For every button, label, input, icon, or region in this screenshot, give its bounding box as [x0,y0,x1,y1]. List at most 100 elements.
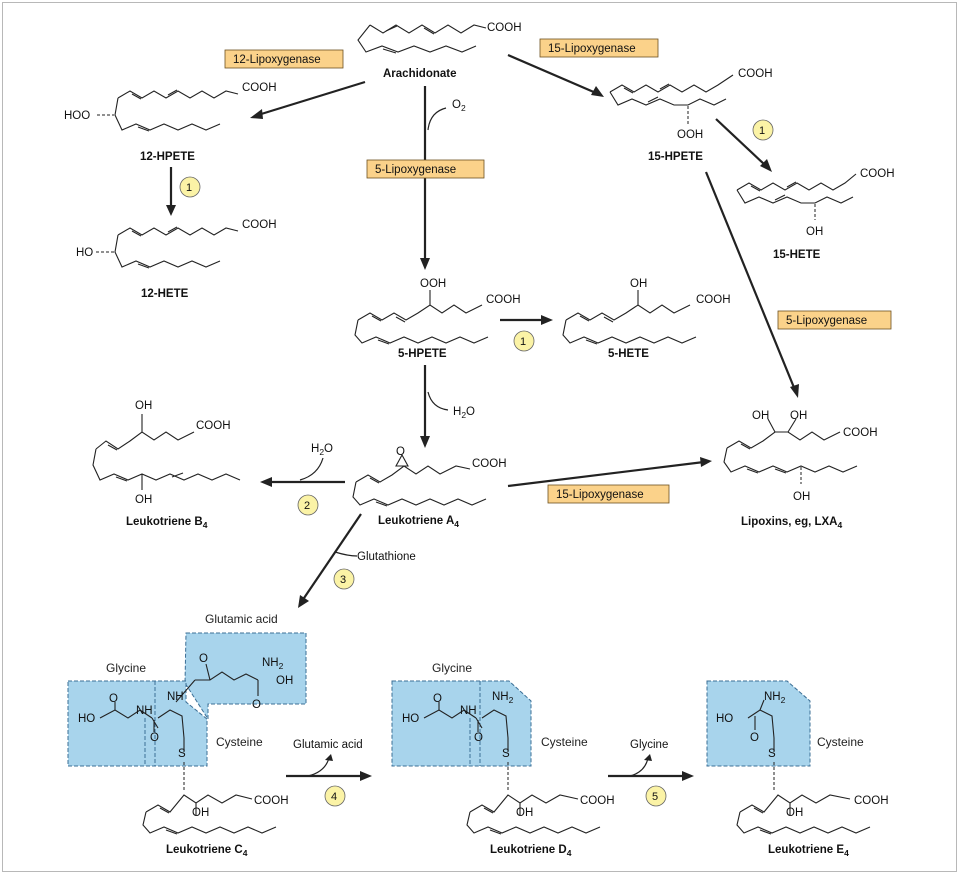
lta4-structure: O COOH [352,446,507,507]
cooh-label: COOH [860,168,895,180]
enzyme-box-5-lipoxygenase-right [777,310,892,330]
arrow-15-hpete-to-lipoxins [704,171,797,391]
lte4-name: Leukotriene E4 [768,844,849,858]
h2o-label-ltb4: H2O [311,443,333,457]
arrow-lta4-to-lipoxins [507,460,705,488]
lipoxins-name: Lipoxins, eg, LXA4 [741,516,842,530]
step-1-circle-15 [752,119,774,141]
step-number: 1 [520,336,526,348]
o-label: O [252,699,261,711]
oh-label: OH [752,410,769,422]
cysteine-section-label-e: Cysteine [817,735,864,749]
step-number: 3 [340,574,346,586]
glutathione-input-curve [334,551,358,557]
step-1-circle-5 [513,330,535,352]
glutamic-acid-output-curve [307,757,330,777]
5-hpete-structure: OOH COOH [354,278,521,345]
arachidonate-name: Arachidonate [383,68,457,80]
cooh-label: COOH [254,795,289,807]
cooh-label: COOH [242,219,277,231]
o-label: O [433,693,442,705]
cooh-label: COOH [696,294,731,306]
lte4-peptide: HO O NH2 S [706,680,811,790]
glycine-cysteine-segment-d [391,680,532,767]
s-label: S [502,748,510,760]
s-label: S [178,748,186,760]
ltc4-lipid: COOH OH [142,794,289,835]
step-5-circle [645,785,667,807]
h2o-output-curve [427,391,449,411]
ho-label: HO [76,247,93,259]
glutamic-acid-section-label: Glutamic acid [205,612,278,626]
cooh-label: COOH [580,795,615,807]
lte4-lipid: COOH OH [736,794,889,835]
step-3-circle [333,568,355,590]
oh-label: OH [790,410,807,422]
o-label: O [109,693,118,705]
enzyme-box-15-lipoxygenase-top [539,38,659,58]
ltb4-structure: OH OH COOH [92,400,241,506]
12-hpete-structure: HOO COOH [64,82,277,132]
glycine-output-label: Glycine [630,739,668,751]
o-label: O [150,732,159,744]
5-hete-name: 5-HETE [608,348,649,360]
ltd4-name: Leukotriene D4 [490,844,572,858]
arachidonate-structure: COOH [357,22,522,54]
oh-label: OH [276,675,293,687]
enzyme-5-lipoxygenase-right: 5-Lipoxygenase [786,315,867,327]
nh-label: NH [167,691,184,703]
cooh-label: COOH [486,294,521,306]
enzyme-12-lipoxygenase: 12-Lipoxygenase [233,54,321,66]
ltd4-peptide: HO O NH O NH2 S [391,680,532,790]
arrow-15-hpete-to-15-hete [715,118,766,166]
enzyme-box-15-lipoxygenase-bottom [547,484,670,504]
ho-label: HO [78,713,95,725]
nh2-label: NH2 [262,657,284,671]
enzyme-box-12-lipoxygenase [224,49,344,69]
15-hete-name: 15-HETE [773,249,821,261]
enzyme-5-lipoxygenase-mid: 5-Lipoxygenase [375,164,456,176]
s-label: S [768,748,776,760]
nh-label: NH [460,705,477,717]
glycine-section-label-d: Glycine [432,661,472,675]
glycine-output-curve [629,757,649,777]
nh2-label: NH2 [492,691,514,705]
glycine-section-label-c: Glycine [106,661,146,675]
step-number: 5 [652,791,658,803]
ltc4-name: Leukotriene C4 [166,844,248,858]
12-hete-name: 12-HETE [141,288,189,300]
cooh-label: COOH [242,82,277,94]
o-label: O [474,732,483,744]
arrow-lta4-to-ltc4 [301,513,362,602]
step-4-circle [324,785,346,807]
glycine-cysteine-segment [67,680,208,767]
enzyme-15-lipoxygenase-bottom: 15-Lipoxygenase [556,489,644,501]
glutathione-label: Glutathione [357,551,416,563]
oh-label: OH [786,807,803,819]
15-hete-structure: OH COOH [736,168,895,238]
ho-label: HO [716,713,733,725]
enzyme-15-lipoxygenase-top: 15-Lipoxygenase [548,43,636,55]
oh-label: OH [192,807,209,819]
ltc4-peptide: HO O NH O NH S O NH2 OH O [67,632,307,790]
ooh-label: OOH [677,129,703,141]
o-label: O [750,732,759,744]
5-hpete-name: 5-HPETE [398,348,447,360]
ltd4-lipid: COOH OH [466,794,615,835]
nh-label: NH [136,705,153,717]
hoo-label: HOO [64,110,90,122]
oh-label: OH [135,400,152,412]
enzyme-box-5-lipoxygenase-mid [366,159,485,179]
oh-label: OH [135,494,152,506]
epoxide-o-label: O [396,446,405,458]
o-label: O [199,653,208,665]
oh-label: OH [806,226,823,238]
ooh-label: OOH [420,278,446,290]
arrow-to-15-hpete [507,53,597,95]
15-hpete-name: 15-HPETE [648,151,703,163]
glutamic-acid-segment [184,632,307,721]
cooh-label: COOH [854,795,889,807]
cooh-label: COOH [738,68,773,80]
